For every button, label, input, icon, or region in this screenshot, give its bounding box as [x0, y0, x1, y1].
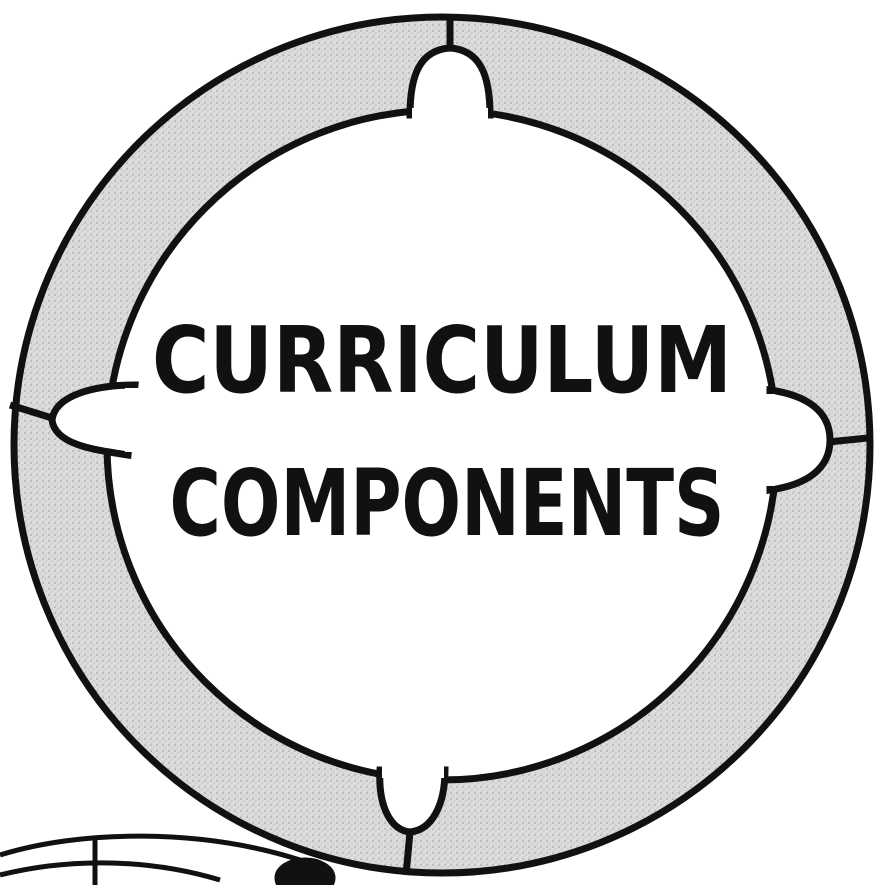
inner-field	[107, 110, 777, 780]
title-line-2: COMPONENTS	[170, 450, 725, 557]
connector-lobe-top	[410, 48, 490, 128]
title-line-1: CURRICULUM	[152, 307, 732, 414]
divider-right	[828, 438, 868, 442]
divider-bottom	[406, 832, 410, 875]
